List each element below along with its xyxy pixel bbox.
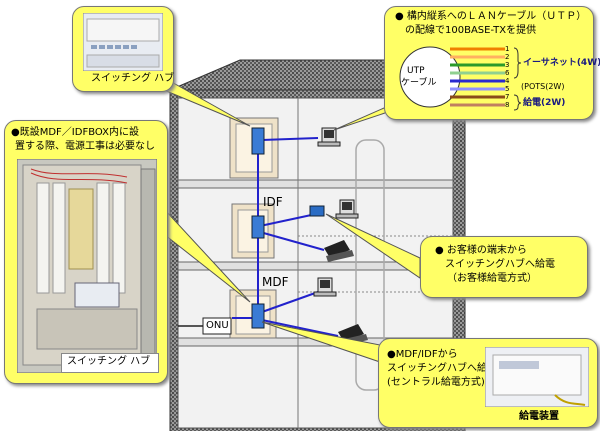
desktop-pc-icon-floor3 (317, 127, 341, 147)
customer-power-line3: （お客様給電方式） (447, 273, 537, 284)
power-supply-caption: 給電装置 (519, 411, 559, 422)
central-power-line1: ●MDF/IDFから (387, 349, 458, 360)
switching-hub-photo (83, 13, 163, 71)
ethernet-label: イーサネット(4W) (523, 58, 600, 68)
pointer-existing (164, 208, 251, 303)
existing-mdf-line1: ●既設MDF／IDFBOX内に設 (11, 127, 139, 138)
idf-label: IDF (263, 195, 283, 209)
desktop-pc-icon-idf (335, 199, 359, 219)
pin-1: 1 (505, 45, 510, 53)
laptop-icon-idf (324, 240, 354, 262)
utp-line1: ● 構内縦系へのＬＡＮケーブル（ＵＴＰ） (395, 11, 587, 22)
switch-hub-mdf (251, 303, 265, 329)
pin-7: 7 (505, 93, 510, 101)
pointer-customer (325, 213, 421, 279)
callout-switching-hub-top: スイッチング ハブ (72, 6, 174, 92)
floor-slab-3 (177, 179, 454, 189)
utp-cable-illustration (399, 46, 505, 108)
onu-label: ONU (206, 320, 229, 331)
utp-line2: の配線で100BASE-TXを提供 (405, 25, 537, 36)
riser-outline (355, 139, 385, 391)
customer-power-line2: スイッチングハブへ給電 (445, 259, 555, 270)
switch-hub-idf (251, 215, 265, 239)
mdf-switching-hub (74, 282, 120, 308)
central-power-line2: スイッチングハブへ給電 (387, 363, 497, 374)
desktop-pc-icon-mdf (313, 277, 337, 297)
pin-2: 2 (505, 53, 510, 61)
switch-hub-floor3 (251, 127, 265, 155)
mdf-label: MDF (262, 275, 289, 289)
pin-5: 5 (505, 85, 510, 93)
power-adapter-icon (309, 205, 325, 217)
utp-cable-label-2: ケーブル (401, 78, 437, 88)
pin-6: 6 (505, 69, 510, 77)
switching-hub-top-caption: スイッチング ハブ (91, 73, 175, 84)
pin-8: 8 (505, 101, 510, 109)
mdf-cabinet-photo (17, 159, 157, 373)
pointer-central (261, 321, 381, 363)
pin-4: 4 (505, 77, 510, 85)
callout-customer-power: ● お客様の端末から スイッチングハブへ給電 （お客様給電方式） (420, 236, 588, 298)
customer-power-line1: ● お客様の端末から (435, 245, 527, 256)
pair-braces (513, 47, 522, 111)
callout-central-power: ●MDF/IDFから スイッチングハブへ給電 (セントラル給電方式) 給電装置 (378, 338, 598, 428)
existing-mdf-line2: 置する際、電源工事は必要なし (15, 141, 155, 152)
power-label: 給電(2W) (523, 98, 566, 108)
mdf-hub-caption: スイッチング ハブ (67, 356, 151, 367)
central-power-line3: (セントラル給電方式) (387, 377, 485, 388)
mdf-hub-caption-box (61, 353, 159, 373)
callout-utp: ● 構内縦系へのＬＡＮケーブル（ＵＴＰ） の配線で100BASE-TXを提供 U… (384, 6, 600, 120)
callout-existing-mdf: ●既設MDF／IDFBOX内に設 置する際、電源工事は必要なし スイッチング ハ… (4, 120, 168, 384)
pin-3: 3 (505, 61, 510, 69)
utp-cable-label-1: UTP (407, 66, 425, 76)
power-supply-photo (485, 347, 589, 407)
pots-label: (POTS(2W) (521, 82, 565, 91)
